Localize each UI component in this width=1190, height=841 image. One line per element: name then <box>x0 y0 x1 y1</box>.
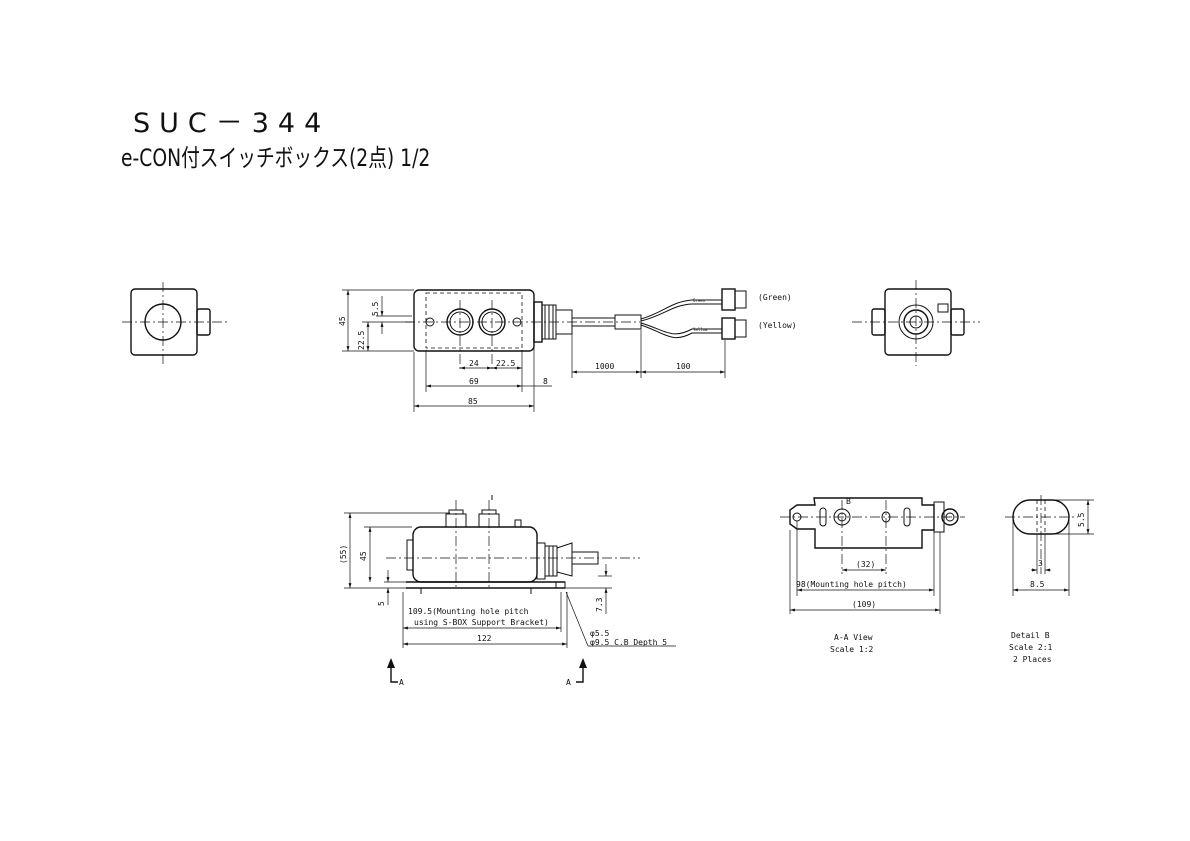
svg-text:22.5: 22.5 <box>357 331 366 350</box>
svg-text:(32): (32) <box>856 560 875 569</box>
mounting-pitch-text-2: using S-BOX Support Bracket) <box>414 618 549 627</box>
svg-text:98(Mounting hole pitch): 98(Mounting hole pitch) <box>796 580 907 589</box>
svg-text:24: 24 <box>469 359 479 368</box>
hole-spec-2: φ9.5 C.B Depth 5 <box>590 638 667 647</box>
svg-text:7.3: 7.3 <box>595 597 604 612</box>
label-yellow: (Yellow) <box>758 321 797 330</box>
aa-view-caption: A-A View <box>834 633 873 642</box>
svg-text:122: 122 <box>477 634 492 643</box>
right-end-view <box>852 280 980 366</box>
svg-text:3: 3 <box>1038 559 1043 568</box>
svg-text:22.5: 22.5 <box>496 359 515 368</box>
hole-spec-1: φ5.5 <box>590 629 609 638</box>
svg-text:69: 69 <box>469 377 479 386</box>
aa-view: B (32) 98(Mounting hole pitch) (109) A-A… <box>780 497 965 654</box>
detail-b-caption: Detail B <box>1011 631 1050 640</box>
detail-b-marker: B <box>846 497 851 506</box>
section-mark-right: A <box>566 678 571 687</box>
svg-text:(55): (55) <box>339 545 348 564</box>
svg-text:45: 45 <box>359 551 368 561</box>
label-green: (Green) <box>758 293 792 302</box>
drawing-subtitle: e-CON付スイッチボックス(2点) 1/2 <box>121 144 431 172</box>
svg-text:5.5: 5.5 <box>371 301 380 316</box>
detail-b-scale: Scale 2:1 <box>1009 643 1053 652</box>
svg-text:85: 85 <box>468 397 478 406</box>
svg-text:8: 8 <box>543 377 548 386</box>
svg-text:Yellow: Yellow <box>693 327 708 332</box>
left-end-view <box>122 282 228 364</box>
svg-text:5: 5 <box>377 601 386 606</box>
section-mark-left: A <box>399 678 404 687</box>
top-view: Green Yellow (Green) (Yellow) 45 22.5 5.… <box>338 288 797 412</box>
svg-text:Green: Green <box>693 298 706 303</box>
model-number: SUC－344 <box>133 108 331 139</box>
front-view: (55) 45 5 7.3 109.5(Mounting hole pitch … <box>339 495 676 687</box>
svg-text:45: 45 <box>338 316 347 326</box>
svg-text:1000: 1000 <box>595 362 614 371</box>
mounting-pitch-text-1: 109.5(Mounting hole pitch <box>408 607 529 616</box>
svg-text:100: 100 <box>676 362 691 371</box>
aa-view-scale: Scale 1:2 <box>830 645 874 654</box>
detail-b-view: 5.5 3 8.5 Detail B Scale 2:1 2 Places <box>1005 495 1094 664</box>
svg-text:5.5: 5.5 <box>1077 512 1086 527</box>
detail-b-places: 2 Places <box>1013 655 1052 664</box>
svg-text:8.5: 8.5 <box>1030 580 1045 589</box>
svg-text:(109): (109) <box>852 600 876 609</box>
